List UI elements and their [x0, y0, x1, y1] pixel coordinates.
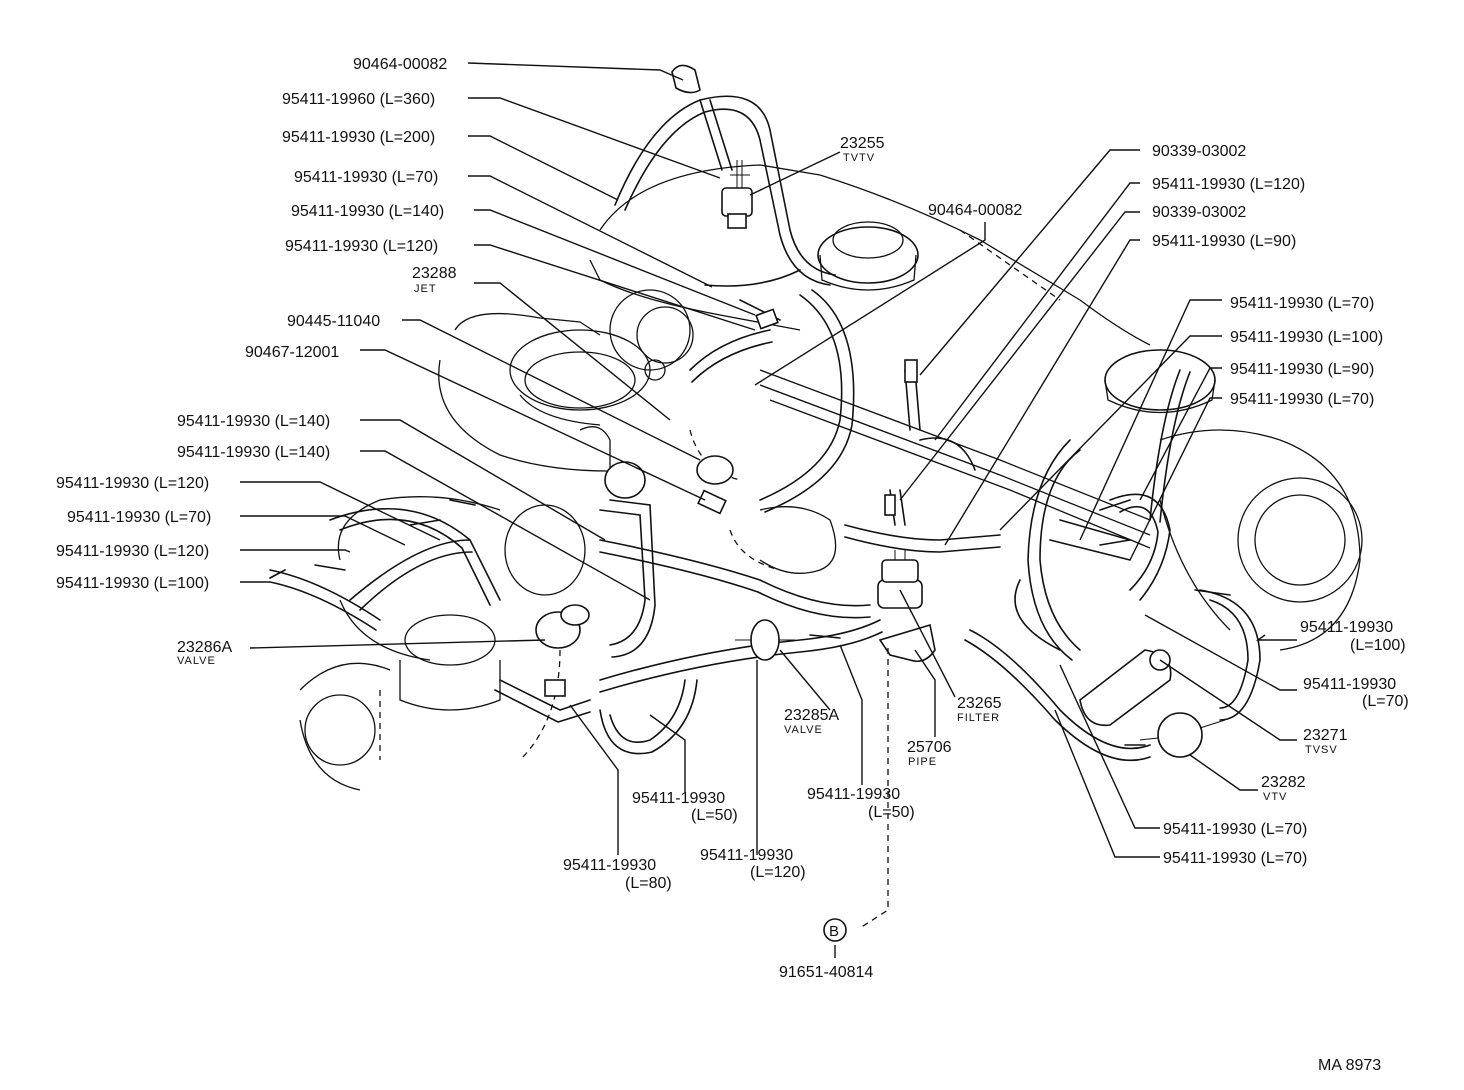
callout-part: 90339-03002 [1152, 204, 1246, 221]
callout-part: 91651-40814 [779, 964, 873, 981]
callout-part: 95411-19930 (L=70) [1230, 295, 1374, 312]
callout-part: 23288 [412, 265, 457, 282]
valve-icon [535, 604, 590, 697]
callout-part: 95411-19960 (L=360) [282, 91, 435, 108]
callout-sub: PIPE [908, 756, 937, 768]
callout-part: 90464-00082 [353, 56, 447, 73]
callout-part: 95411-19930 (L=70) [1163, 850, 1307, 867]
callout-part: (L=120) [750, 864, 806, 881]
callout-part: 95411-19930 (L=120) [1152, 176, 1305, 193]
callout-part: 23282 [1261, 774, 1306, 791]
callout-part: 95411-19930 [632, 790, 725, 807]
callout-part: 95411-19930 [1300, 619, 1393, 636]
callout-part: 95411-19930 (L=100) [1230, 329, 1383, 346]
callout-part: 95411-19930 [1303, 676, 1396, 693]
callout-part: 25706 [907, 739, 952, 756]
callout-sub: VALVE [177, 655, 216, 667]
tvsv-icon [1079, 649, 1172, 727]
callout-labels: 90464-00082 95411-19960 (L=360) 95411-19… [56, 56, 1409, 981]
components [269, 64, 1231, 758]
clamp-icon [671, 64, 701, 94]
callout-part: 95411-19930 [807, 786, 900, 803]
callout-sub: FILTER [957, 712, 1000, 724]
callout-part: (L=100) [1350, 637, 1406, 654]
filter-icon [877, 550, 923, 609]
callout-part: 95411-19930 (L=140) [291, 203, 444, 220]
callout-part: (L=50) [691, 807, 738, 824]
callout-part: 23285A [784, 707, 839, 724]
pipe-stub-icon [884, 494, 896, 516]
vacuum-hoses [269, 95, 1261, 762]
callout-part: 23255 [840, 135, 885, 152]
callout-part: 95411-19930 (L=140) [177, 413, 330, 430]
callout-sub: VALVE [784, 724, 823, 736]
leader-lines [240, 62, 1297, 958]
callout-part: 95411-19930 [700, 847, 793, 864]
callout-part: 90464-00082 [928, 202, 1022, 219]
callout-part: 23271 [1303, 727, 1348, 744]
tvtv-icon [721, 160, 753, 229]
fitting-icon [604, 461, 646, 499]
callout-sub: JET [414, 283, 437, 295]
callout-sub: VTV [1263, 791, 1287, 803]
callout-part: (L=70) [1362, 693, 1409, 710]
callout-part: 90467-12001 [245, 344, 339, 361]
callout-part: 95411-19930 (L=100) [56, 575, 209, 592]
pipe-icon [878, 623, 936, 663]
callout-part: 95411-19930 (L=70) [294, 169, 438, 186]
callout-part: 95411-19930 (L=120) [56, 543, 209, 560]
valve-icon [735, 619, 795, 661]
callout-part: 95411-19930 (L=70) [67, 509, 211, 526]
callout-part: 95411-19930 [563, 857, 656, 874]
reference-marker-b: B [823, 918, 847, 942]
callout-part: 23265 [957, 695, 1002, 712]
callout-part: 95411-19930 (L=120) [285, 238, 438, 255]
callout-sub: TVTV [843, 152, 875, 164]
fitting-icon [697, 489, 727, 515]
callout-part: 95411-19930 (L=70) [1163, 821, 1307, 838]
callout-part: 95411-19930 (L=200) [282, 129, 435, 146]
callout-part: 95411-19930 (L=90) [1152, 233, 1296, 250]
callout-part: (L=50) [868, 804, 915, 821]
fitting-icon [696, 455, 734, 485]
callout-sub: TVSV [1305, 744, 1338, 756]
svg-text:B: B [829, 923, 839, 940]
callout-part: 90339-03002 [1152, 143, 1246, 160]
engine-outline [299, 164, 1363, 791]
callout-part: 90445-11040 [287, 313, 380, 330]
callout-part: 23286A [177, 639, 232, 656]
drawing-number: MA 8973 [1318, 1057, 1381, 1074]
callout-part: 95411-19930 (L=140) [177, 444, 330, 461]
callout-part: 95411-19930 (L=70) [1230, 391, 1374, 408]
vtv-icon [1139, 712, 1226, 758]
callout-part: 95411-19930 (L=120) [56, 475, 209, 492]
callout-part: (L=80) [625, 875, 672, 892]
callout-part: 95411-19930 (L=90) [1230, 361, 1374, 378]
pipe-stub-icon [904, 359, 918, 383]
jet-icon [755, 308, 779, 330]
